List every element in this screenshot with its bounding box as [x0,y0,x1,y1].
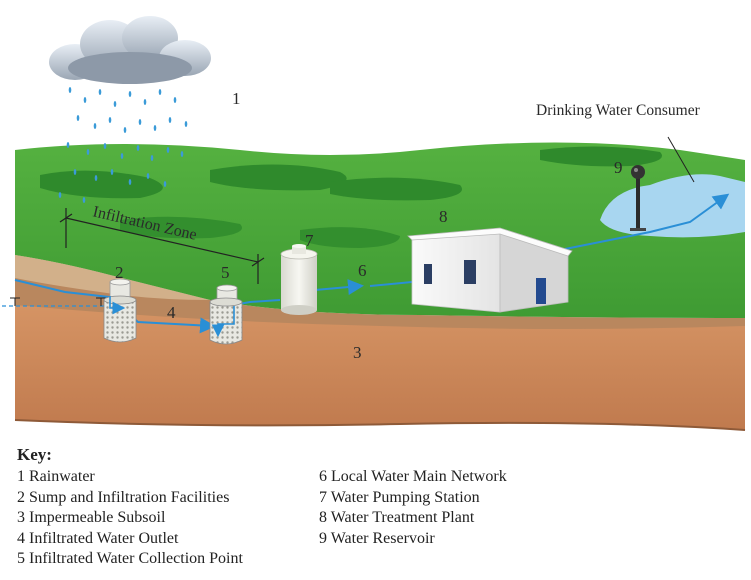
key-item: 7 Water Pumping Station [319,488,507,509]
pumping-station-tank [281,244,317,315]
label-4: 4 [167,303,176,322]
consumer-label: Drinking Water Consumer [536,102,701,119]
rain-cloud-icon [49,16,211,84]
key-item: 5 Infiltrated Water Collection Point [17,549,319,570]
water-system-illustration: 1 2 3 4 5 6 7 8 9 Infiltration Zone Drin… [0,0,751,440]
label-1: 1 [232,89,241,108]
key-item: 6 Local Water Main Network [319,467,507,488]
legend-key: Key: 1 Rainwater 2 Sump and Infiltration… [17,445,737,570]
key-item: 2 Sump and Infiltration Facilities [17,488,319,509]
key-title: Key: [17,445,737,465]
key-item: 3 Impermeable Subsoil [17,508,319,529]
key-column-left: 1 Rainwater 2 Sump and Infiltration Faci… [17,467,319,570]
label-6: 6 [358,261,367,280]
key-column-right: 6 Local Water Main Network 7 Water Pumpi… [319,467,507,570]
label-8: 8 [439,207,448,226]
label-9: 9 [614,158,623,177]
key-item: 8 Water Treatment Plant [319,508,507,529]
label-2: 2 [115,263,124,282]
key-item: 4 Infiltrated Water Outlet [17,529,319,550]
key-item: 1 Rainwater [17,467,319,488]
label-7: 7 [305,231,314,250]
label-3: 3 [353,343,362,362]
label-5: 5 [221,263,230,282]
key-item: 9 Water Reservoir [319,529,507,550]
